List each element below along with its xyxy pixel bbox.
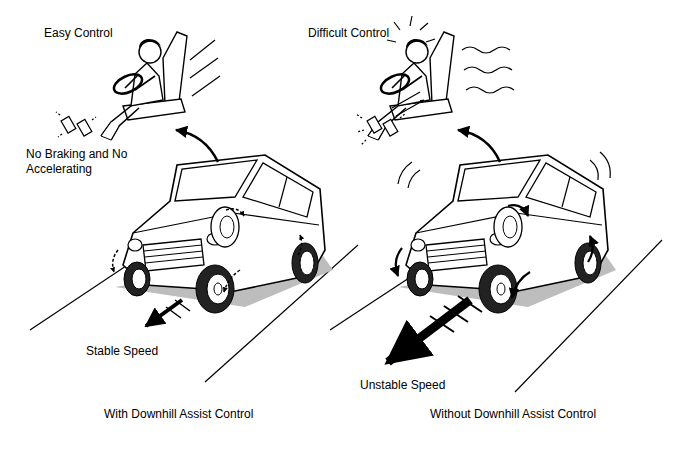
car-right (398, 155, 616, 313)
pedals-left (56, 112, 96, 137)
speed-arrow-right (388, 296, 482, 362)
note-label: No Braking and No Accelerating (26, 147, 144, 177)
control-label: Easy Control (44, 26, 113, 41)
speed-label: Stable Speed (86, 344, 158, 359)
speed-label: Unstable Speed (360, 378, 445, 393)
driver-right (368, 32, 454, 140)
wheel-rotation-right (396, 152, 611, 298)
transfer-arrows (176, 130, 500, 162)
caption-label: With Downhill Assist Control (104, 407, 253, 422)
pedals-right (356, 92, 424, 145)
motion-lines-right (387, 16, 514, 93)
driver-left (101, 32, 187, 140)
motion-lines-left (190, 40, 220, 96)
speed-arrow-left (146, 300, 190, 326)
wheel-rotation-left (113, 209, 302, 292)
car-left (115, 155, 333, 313)
caption-label: Without Downhill Assist Control (430, 407, 596, 422)
control-label: Difficult Control (308, 26, 389, 41)
